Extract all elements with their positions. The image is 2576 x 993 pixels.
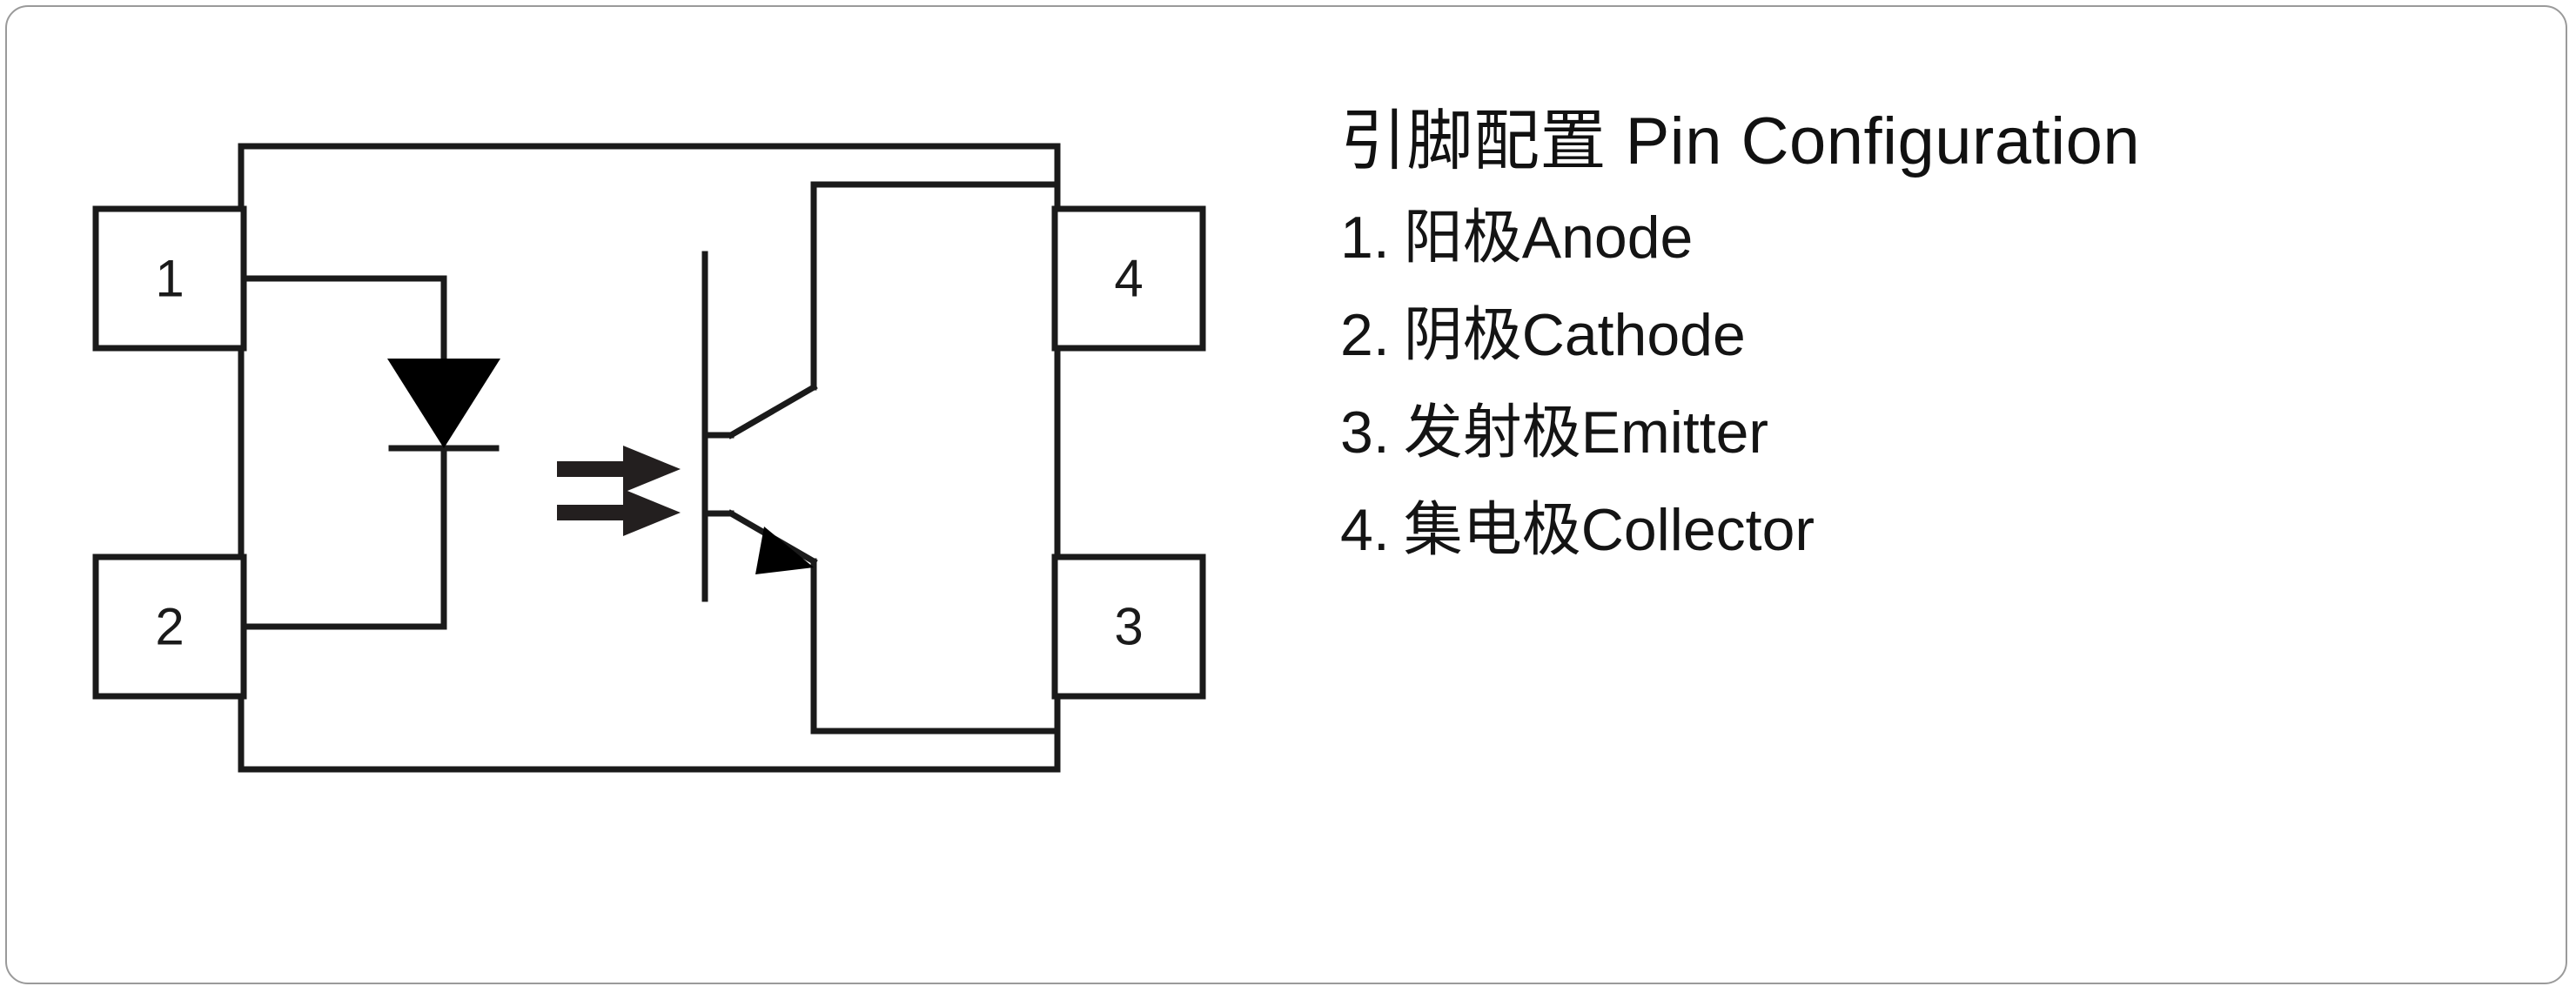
led-diode-triangle — [387, 359, 500, 448]
schematic-svg: 1 2 4 3 — [92, 143, 1206, 773]
list-item-label: 集电极Collector — [1403, 497, 1815, 564]
list-item-number: 4. — [1340, 497, 1390, 564]
list-item: 3. 发射极Emitter — [1340, 403, 2506, 462]
pin-configuration-panel: 引脚配置 Pin Configuration 1. 阳极Anode 2. 阴极C… — [1340, 104, 2506, 560]
list-item: 4. 集电极Collector — [1340, 500, 2506, 560]
pin-box-1 — [92, 205, 247, 352]
pin-number-2: 2 — [155, 598, 184, 656]
list-item-number: 2. — [1340, 302, 1390, 369]
wire-collector-slope — [727, 383, 818, 439]
list-item-number: 3. — [1340, 399, 1390, 466]
emitter-arrowhead — [755, 527, 814, 574]
pin-number-1: 1 — [155, 250, 184, 308]
pin-function-list: 1. 阳极Anode 2. 阴极Cathode 3. 发射极Emitter 4.… — [1340, 208, 2506, 560]
list-item-number: 1. — [1340, 205, 1390, 272]
list-item-label: 发射极Emitter — [1403, 399, 1769, 466]
pin-box-3 — [1051, 554, 1206, 700]
pin-number-3: 3 — [1114, 598, 1143, 656]
page-title: 引脚配置 Pin Configuration — [1340, 104, 2141, 178]
list-item: 1. 阳极Anode — [1340, 208, 2506, 267]
pin-box-4 — [1051, 205, 1206, 352]
pin-number-4: 4 — [1114, 250, 1143, 308]
optocoupler-schematic: 1 2 4 3 — [35, 52, 1271, 818]
list-item-label: 阴极Cathode — [1403, 302, 1746, 369]
light-arrows-symbol — [557, 446, 681, 536]
list-item-label: 阳极Anode — [1403, 205, 1694, 272]
list-item: 2. 阴极Cathode — [1340, 305, 2506, 365]
